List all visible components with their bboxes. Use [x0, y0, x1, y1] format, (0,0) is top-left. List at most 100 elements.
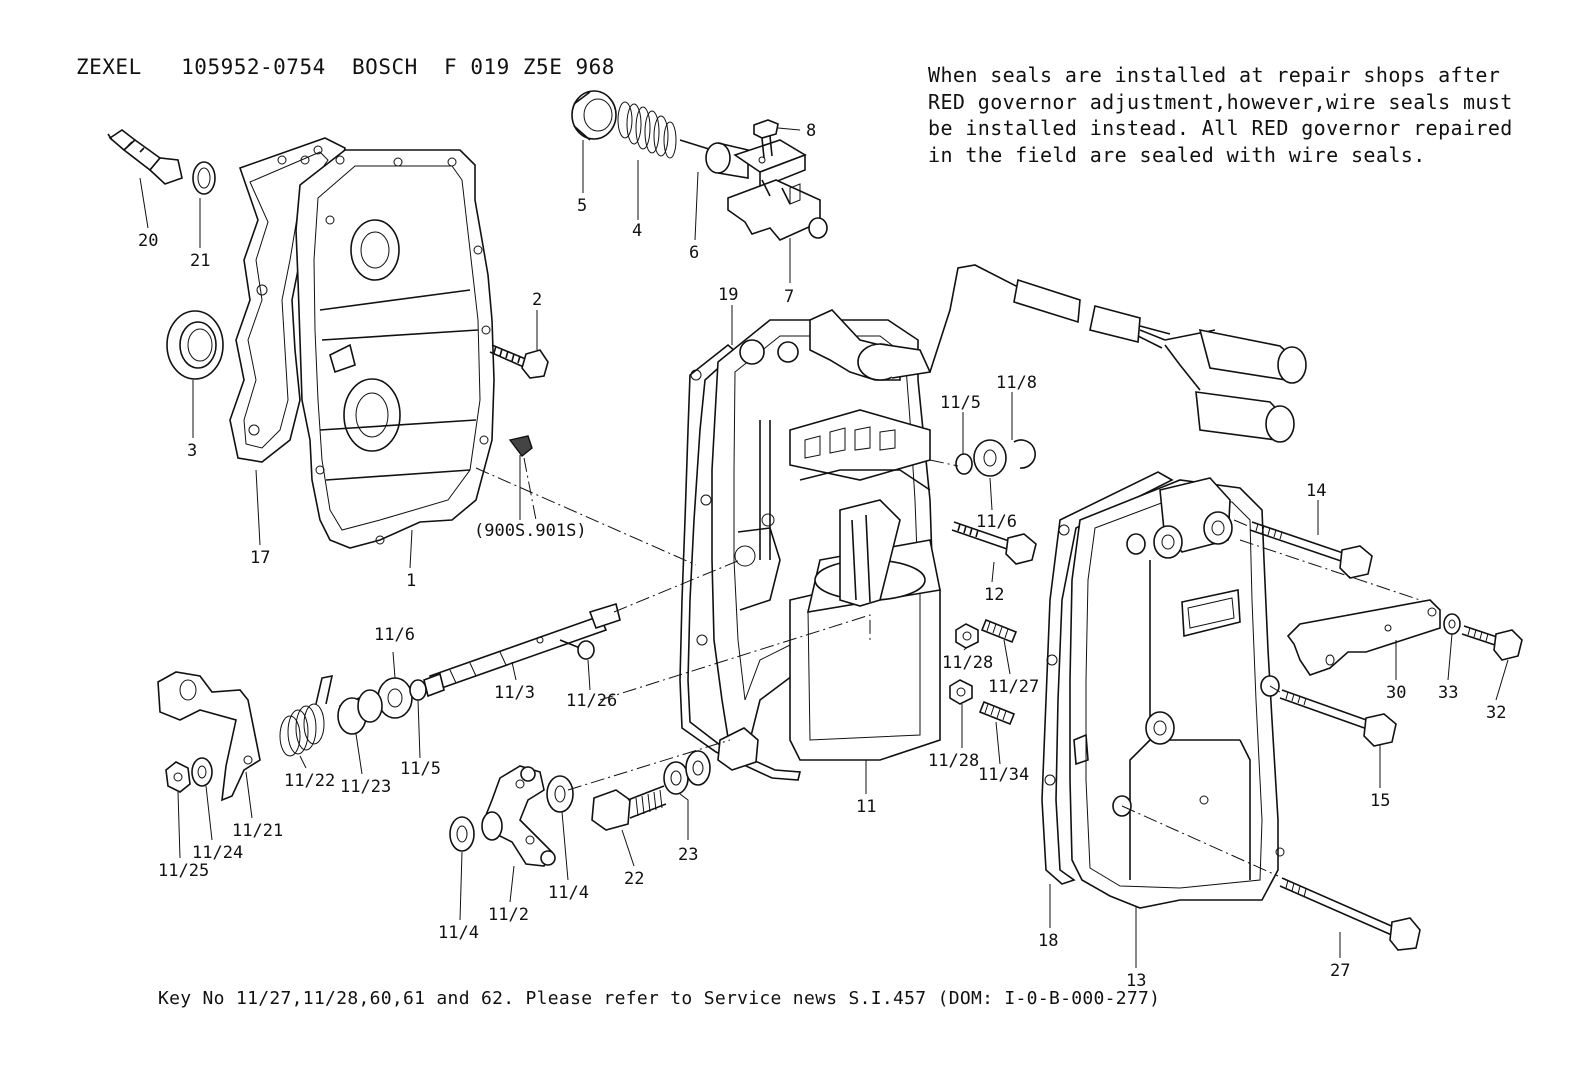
callout-11-6-upper: 11/6 [976, 512, 1017, 532]
part-11-4-washer-a [449, 816, 475, 852]
oem-number: F 019 Z5E 968 [444, 55, 615, 79]
diagram-header: ZEXEL 105952-0754 BOSCH F 019 Z5E 968 [76, 55, 615, 79]
callout-11-23: 11/23 [340, 777, 391, 797]
note-line: in the field are sealed with wire seals. [928, 142, 1426, 167]
part-11-26-screw [536, 636, 595, 660]
callout-11-22: 11/22 [284, 771, 335, 791]
woodruff-key [508, 435, 533, 457]
callout-5: 5 [577, 196, 587, 216]
callout-22: 22 [624, 869, 644, 889]
callout-27: 27 [1330, 961, 1350, 981]
part-11-4-washer-c [481, 811, 503, 841]
callout-33: 33 [1438, 683, 1458, 703]
part-2-bolt [489, 344, 549, 379]
callout-11-28-lower: 11/28 [928, 751, 979, 771]
note-line: RED governor adjustment,however,wire sea… [928, 89, 1513, 114]
leader-lines [139, 127, 1509, 968]
callout-11-25: 11/25 [158, 861, 209, 881]
part-11-6-washer [973, 439, 1007, 477]
part-11-5-oring-left [409, 679, 427, 701]
brand-name: ZEXEL [76, 55, 142, 79]
callout-labels: 20 21 3 17 1 2 (900S.901S) 5 4 6 7 8 19 … [138, 121, 1506, 991]
callout-8: 8 [806, 121, 816, 141]
callout-11-21: 11/21 [232, 821, 283, 841]
part-11-actuator-body [711, 309, 941, 771]
part-11-21-lever [157, 671, 261, 802]
callout-12: 12 [984, 585, 1004, 605]
part-20-sensor-plug [107, 129, 183, 185]
assembly-axes [475, 457, 1421, 877]
part-11-24-washer [191, 757, 213, 787]
callout-1: 1 [406, 571, 416, 591]
note-line: be installed instead. All RED governor r… [928, 116, 1513, 140]
callout-23: 23 [678, 845, 698, 865]
callout-11-5-left: 11/5 [400, 759, 441, 779]
part-11-25-nut [165, 761, 191, 793]
part-32-bolt [1461, 625, 1523, 661]
callout-17: 17 [250, 548, 270, 568]
part-4-spring [617, 101, 677, 159]
callout-19: 19 [718, 285, 738, 305]
callout-3: 3 [187, 441, 197, 461]
callout-11-5-upper: 11/5 [940, 393, 981, 413]
part-5-cap [571, 90, 617, 141]
callout-6: 6 [689, 243, 699, 263]
callout-11-4-left: 11/4 [438, 923, 479, 943]
part-7-bracket [727, 139, 828, 241]
part-11-5-oring [955, 453, 973, 475]
part-33-washer [1443, 613, 1461, 635]
callout-11-34: 11/34 [978, 765, 1029, 785]
callout-11-6-left: 11/6 [374, 625, 415, 645]
part-11-28-nut-lower [949, 679, 973, 705]
part-27-bolt [1279, 877, 1421, 951]
callout-11-8: 11/8 [996, 373, 1037, 393]
callout-11-4-right: 11/4 [548, 883, 589, 903]
callout-21: 21 [190, 251, 210, 271]
part-14-bolt [1249, 521, 1373, 579]
callout-900s-901s: (900S.901S) [474, 521, 587, 541]
part-3-seal-ring [166, 310, 224, 380]
part-22-bolt [591, 785, 667, 831]
callout-13: 13 [1126, 971, 1146, 991]
part-23-washers [663, 750, 711, 795]
callout-11-28-upper: 11/28 [942, 653, 993, 673]
part-8-screw [753, 119, 779, 159]
callout-20: 20 [138, 231, 158, 251]
callout-11-27: 11/27 [988, 677, 1039, 697]
callout-2: 2 [532, 290, 542, 310]
part-6-pushrod [679, 139, 749, 179]
part-11-2-lever [483, 765, 556, 867]
part-number: 105952-0754 [181, 55, 326, 79]
callout-30: 30 [1386, 683, 1406, 703]
callout-11: 11 [856, 797, 876, 817]
part-1-governor-housing [295, 145, 495, 549]
part-11-8-circlip [1013, 439, 1036, 469]
callout-4: 4 [632, 221, 642, 241]
oem-brand: BOSCH [352, 55, 418, 79]
callout-15: 15 [1370, 791, 1390, 811]
part-15-bolt [1279, 689, 1397, 747]
callout-11-26: 11/26 [566, 691, 617, 711]
callout-7: 7 [784, 287, 794, 307]
callout-11-24: 11/24 [192, 843, 243, 863]
part-12-bolt [951, 521, 1037, 565]
part-11-4-washer-b [546, 775, 574, 813]
part-11-28-nut [955, 623, 979, 649]
callout-14: 14 [1306, 481, 1326, 501]
seal-note: When seals are installed at repair shops… [928, 62, 1513, 168]
part-11-3-shaft [423, 602, 621, 698]
part-11-27-screw [980, 618, 1018, 644]
callout-11-3: 11/3 [494, 683, 535, 703]
service-note-footer: Key No 11/27,11/28,60,61 and 62. Please … [158, 988, 1161, 1009]
callout-32: 32 [1486, 703, 1506, 723]
part-30-bracket [1286, 599, 1441, 676]
wiring-harness [929, 264, 1307, 443]
part-11-22-spring [279, 674, 334, 757]
part-11-23-bush [337, 689, 383, 735]
note-line: When seals are installed at repair shops… [928, 63, 1501, 87]
part-11-34-screw [978, 700, 1016, 726]
callout-18: 18 [1038, 931, 1058, 951]
callout-11-2: 11/2 [488, 905, 529, 925]
